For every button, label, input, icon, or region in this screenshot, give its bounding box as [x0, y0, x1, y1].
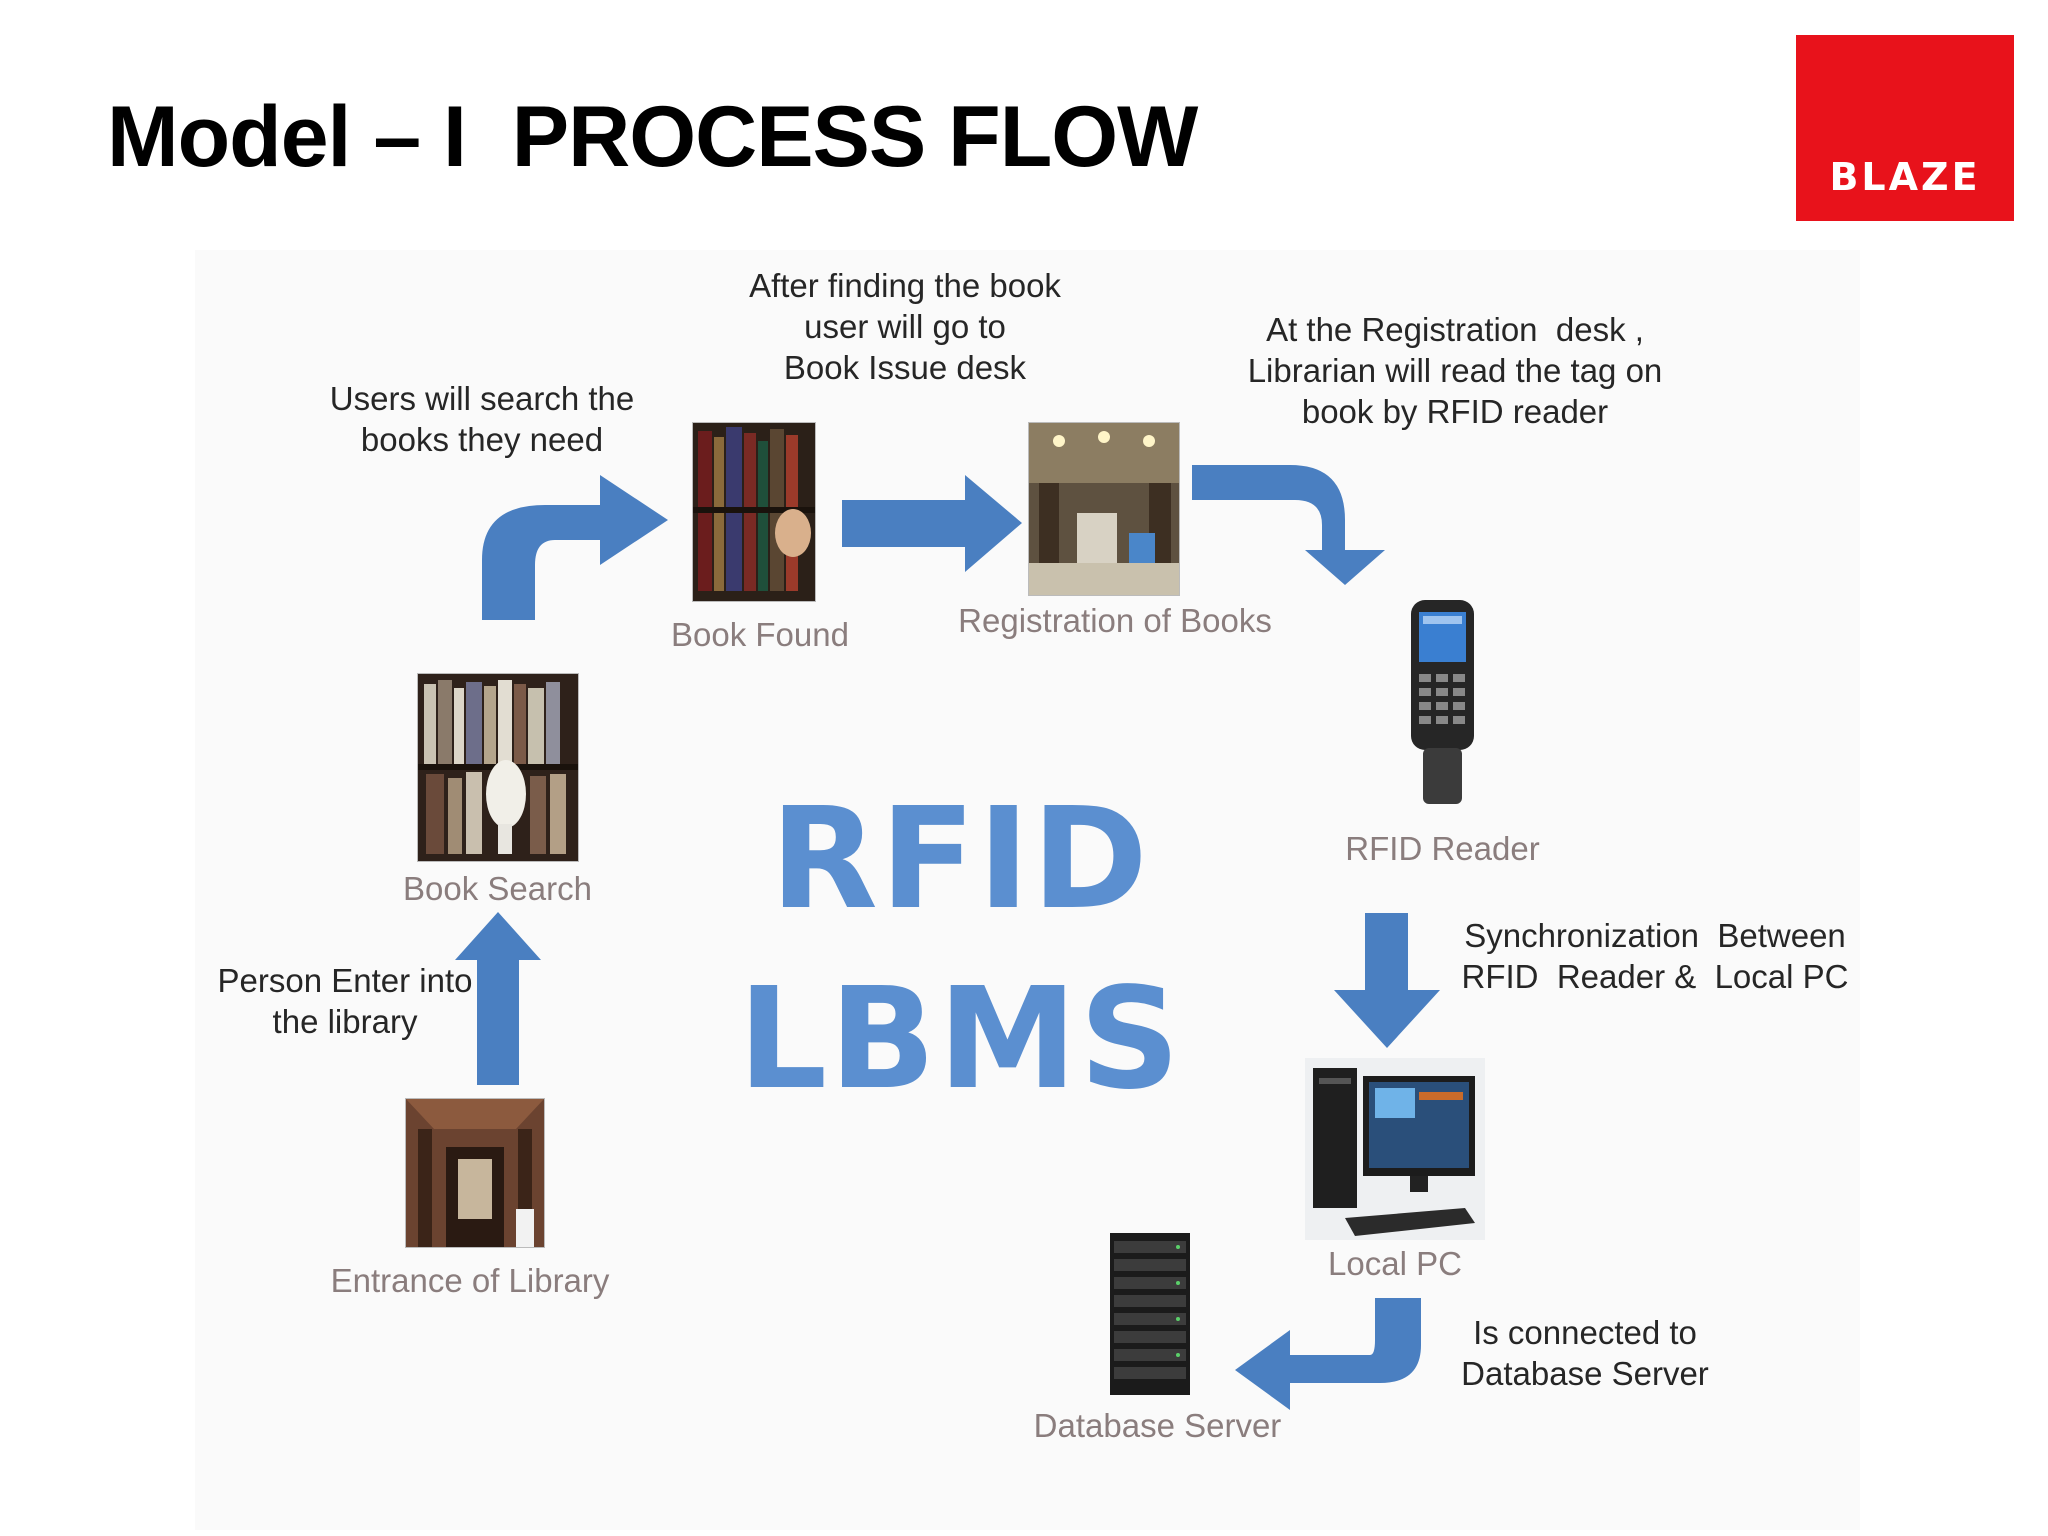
note-connected: Is connected to Database Server	[1461, 1314, 1709, 1392]
arrow-pc-to-server	[1235, 1298, 1421, 1410]
handheld-reader-icon	[1411, 600, 1474, 804]
library-desk-icon	[1029, 423, 1179, 595]
arrow-entrance-to-search	[455, 912, 541, 1085]
note-search: Users will search the books they need	[329, 380, 635, 458]
arrow-reader-to-pc	[1334, 913, 1440, 1048]
arrow-registration-to-reader	[1192, 465, 1385, 585]
note-issue: After finding the book user will go to B…	[749, 267, 1061, 386]
caption-book-search: Book Search	[403, 870, 592, 907]
book-search-icon	[418, 674, 578, 861]
server-rack-icon	[1110, 1233, 1190, 1395]
center-title-line2: LBMS	[737, 958, 1183, 1121]
arrow-search-to-found	[482, 475, 668, 620]
database-server-image	[1110, 1233, 1190, 1395]
diagram-background	[195, 250, 1860, 1530]
book-search-image	[417, 673, 579, 862]
note-sync: Synchronization Between RFID Reader & Lo…	[1461, 917, 1849, 995]
logo-text: BLAZE	[1829, 155, 1981, 199]
book-found-image	[692, 422, 816, 602]
registration-image	[1028, 422, 1180, 596]
arrow-found-to-registration	[842, 475, 1022, 572]
center-title-line1: RFID	[770, 778, 1150, 941]
caption-rfid-reader: RFID Reader	[1345, 830, 1540, 867]
caption-database-server: Database Server	[1033, 1407, 1282, 1444]
caption-book-found: Book Found	[671, 616, 849, 653]
blaze-logo: BLAZE	[1796, 35, 2014, 221]
local-pc-image	[1305, 1058, 1485, 1240]
slide-title: Model – I PROCESS FLOW	[107, 89, 1198, 185]
caption-local-pc: Local PC	[1328, 1245, 1462, 1282]
note-enter: Person Enter into the library	[217, 962, 473, 1040]
bookshelf-icon	[693, 423, 815, 601]
rfid-reader-image	[1405, 598, 1480, 806]
center-title: RFID LBMS	[700, 770, 1220, 1130]
library-entrance-icon	[406, 1099, 544, 1247]
entrance-image	[405, 1098, 545, 1248]
caption-entrance: Entrance of Library	[330, 1262, 610, 1299]
note-registration: At the Registration desk , Librarian wil…	[1247, 311, 1663, 430]
desktop-computer-icon	[1313, 1068, 1475, 1236]
caption-registration: Registration of Books	[958, 602, 1272, 639]
